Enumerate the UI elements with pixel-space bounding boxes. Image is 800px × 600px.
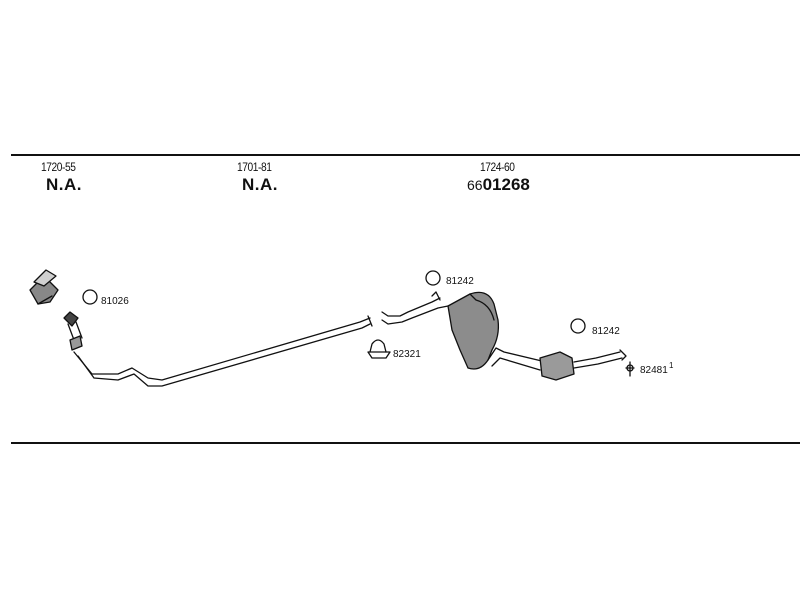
part-label-81026: 81026	[101, 296, 129, 307]
ring-icon-81242-upper	[425, 270, 441, 286]
part-label-82321: 82321	[393, 349, 421, 360]
middle-pipe-icon	[381, 291, 449, 325]
section-3-part-number: 6601268	[467, 175, 530, 195]
part-prefix: 66	[467, 177, 483, 193]
part-label-81242-upper: 81242	[446, 276, 474, 287]
part-label-82481-superscript: 1	[669, 361, 674, 370]
part-label-81242-rear: 81242	[592, 326, 620, 337]
bottom-rule	[11, 442, 800, 444]
section-1-status: N.A.	[46, 175, 82, 194]
section-2-status: N.A.	[242, 175, 278, 194]
section-3-code: 1724-60	[480, 160, 515, 174]
rear-silencer-icon	[539, 349, 627, 381]
section-1-code: 1720-55	[41, 160, 76, 174]
section-2-code: 1701-81	[237, 160, 272, 174]
part-label-82481: 82481	[640, 365, 668, 376]
part-number-main: 01268	[482, 175, 530, 194]
front-pipe-icon	[63, 311, 373, 387]
muffler-icon	[447, 291, 547, 371]
u-bolt-clamp-icon	[367, 339, 391, 359]
front-connector-icon	[29, 269, 59, 305]
ring-icon-81242-rear	[570, 318, 586, 334]
top-rule	[11, 154, 800, 156]
hanger-icon	[625, 361, 635, 377]
ring-icon-81026	[82, 289, 98, 305]
